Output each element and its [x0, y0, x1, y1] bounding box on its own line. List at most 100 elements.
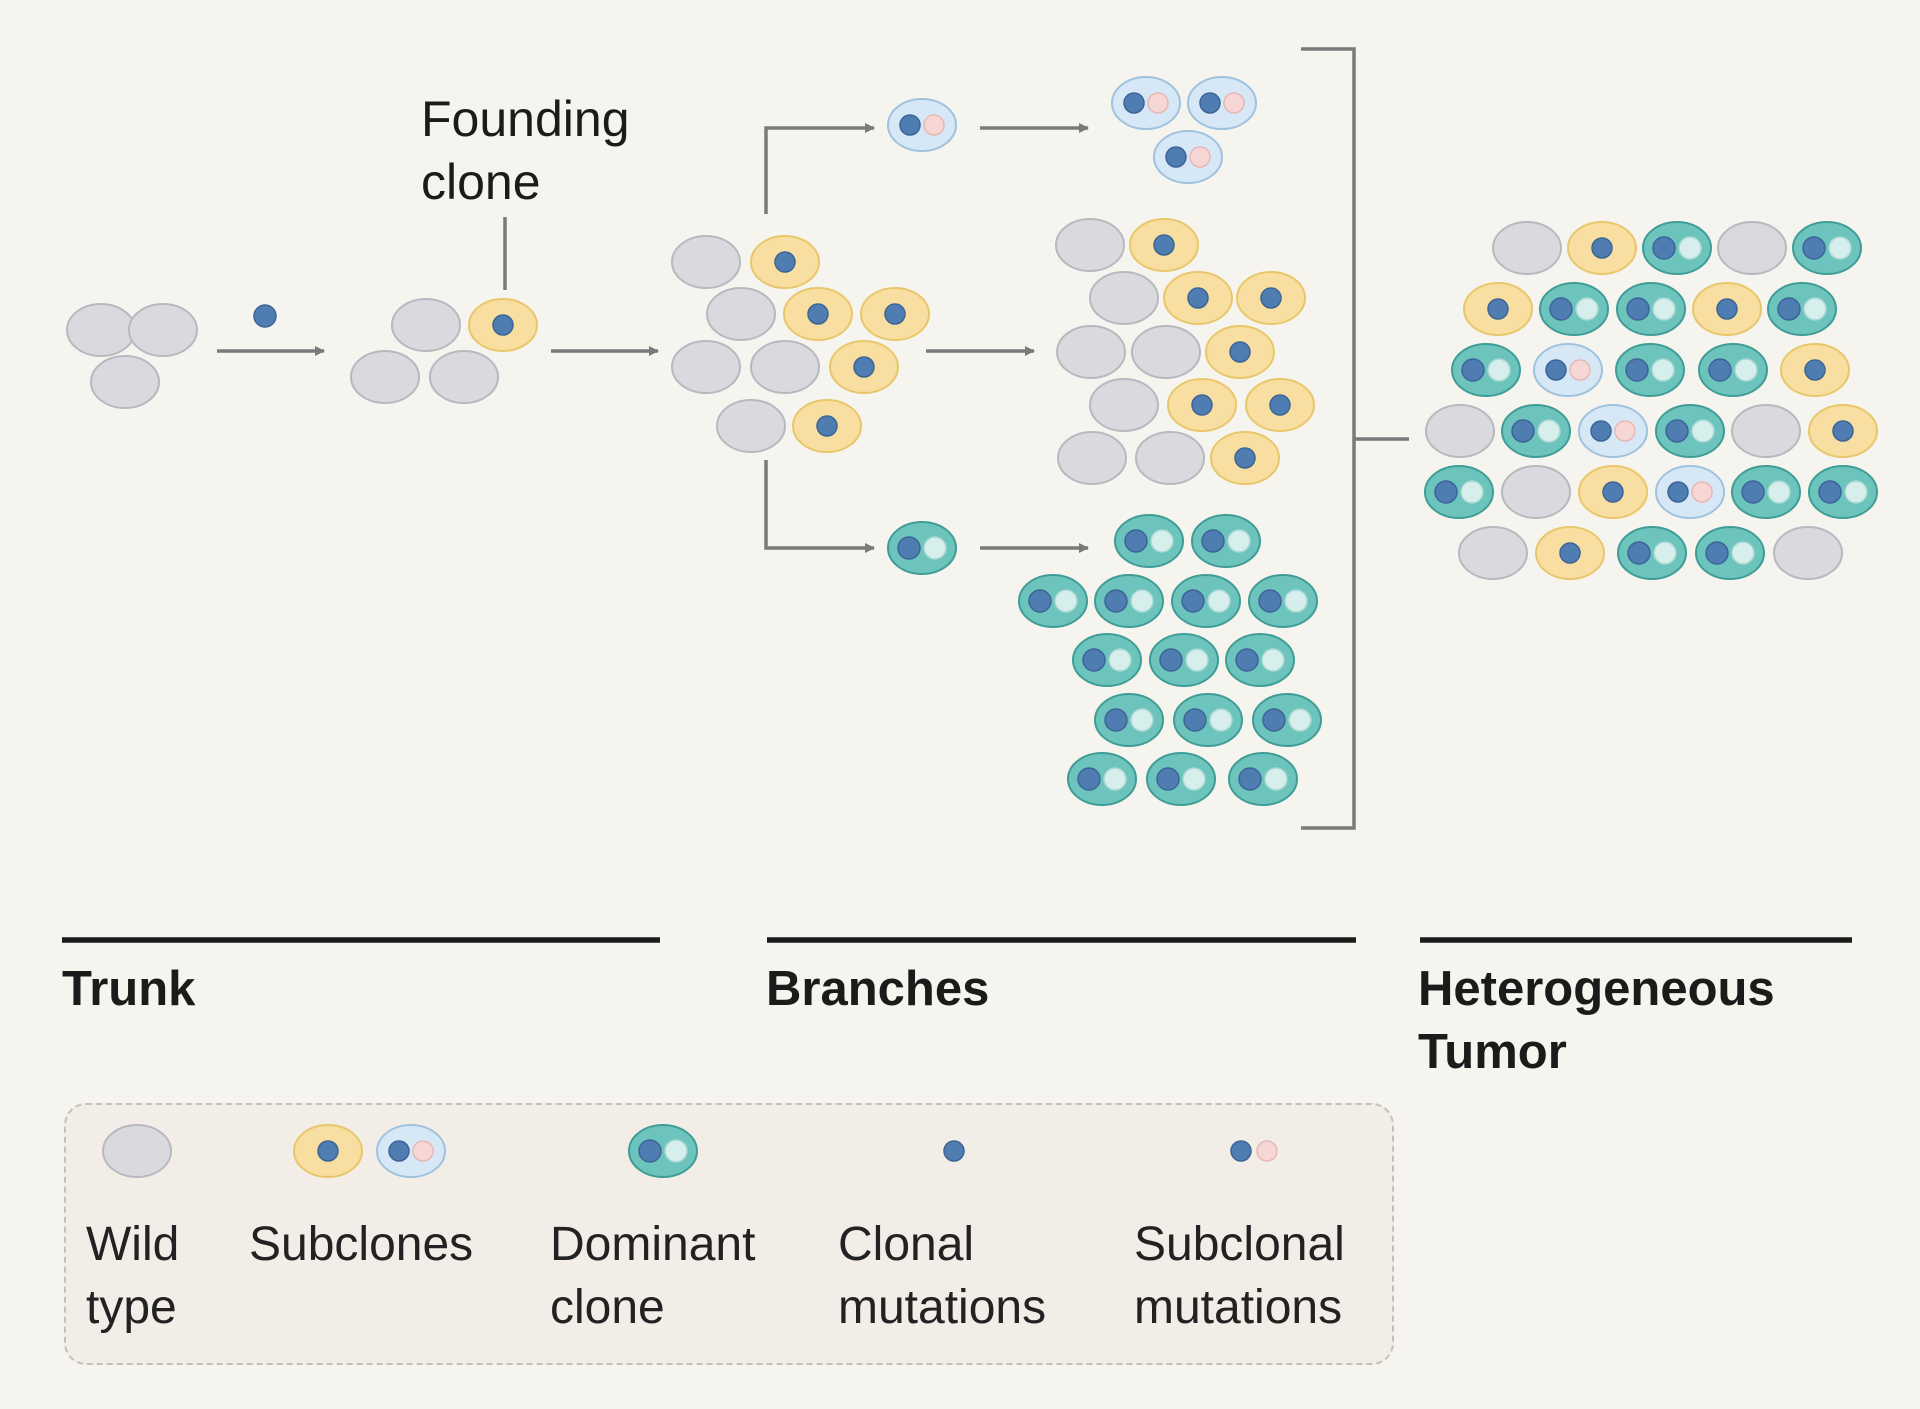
subclone-cell	[1780, 343, 1850, 397]
dominant-clone-cell	[1146, 752, 1216, 806]
dominant-clone-cell	[1171, 574, 1241, 628]
dominant-clone-cell	[887, 521, 957, 575]
subclone-cell	[468, 298, 538, 352]
legend-wild-type-line1: Wild	[86, 1218, 180, 1271]
subclone-cell	[750, 235, 820, 289]
wild-type-cell	[1089, 271, 1159, 325]
wild-type-cell	[750, 340, 820, 394]
subclone-cell	[1463, 282, 1533, 336]
subclone-light-cell	[1153, 130, 1223, 184]
wild-type-cell	[1131, 325, 1201, 379]
subclone-light-cell	[1111, 76, 1181, 130]
clonal-mutation-dot	[253, 304, 277, 328]
subclone-cell	[1808, 404, 1878, 458]
dominant-clone-cell	[1615, 343, 1685, 397]
wild-type-cell	[429, 350, 499, 404]
subclone-cell	[1205, 325, 1275, 379]
legend-subclonal-mutations-line1: Subclonal	[1134, 1218, 1345, 1271]
wild-type-cell	[1057, 431, 1127, 485]
wild-type-cell	[1717, 221, 1787, 275]
wild-type-cell	[1055, 218, 1125, 272]
legend-clonal-mutations-line2: mutations	[838, 1281, 1047, 1334]
founding-clone-label-line1: Founding	[421, 91, 630, 147]
subclone-cell	[1567, 221, 1637, 275]
branches-label: Branches	[766, 962, 990, 1016]
evolution-arrows	[217, 123, 1089, 553]
dominant-clone-cell	[1655, 404, 1725, 458]
arrow-branch-lower	[764, 460, 875, 553]
dominant-clone-cell	[1792, 221, 1862, 275]
wild-type-cell	[716, 399, 786, 453]
wild-type-cell	[671, 340, 741, 394]
subclone-cell	[1245, 378, 1315, 432]
subclone-light-cell	[1533, 343, 1603, 397]
dominant-clone-cell	[1501, 404, 1571, 458]
dominant-clone-cell	[1731, 465, 1801, 519]
wild-type-cell	[1492, 221, 1562, 275]
dominant-clone-cell	[1451, 343, 1521, 397]
subclone-cell	[1167, 378, 1237, 432]
subclone-cell	[1129, 218, 1199, 272]
dominant-clone-cell	[1225, 633, 1295, 687]
subclone-light-cell	[1187, 76, 1257, 130]
dominant-clone-cell	[1094, 693, 1164, 747]
cell-population	[66, 76, 1878, 806]
wild-type-cell	[90, 355, 160, 409]
dominant-clone-cell	[1767, 282, 1837, 336]
dominant-clone-cell	[1072, 633, 1142, 687]
legend-wild-type-label: Wild type	[86, 1213, 179, 1339]
wild-type-cell	[391, 298, 461, 352]
subclone-cell	[792, 399, 862, 453]
subclone-cell	[1692, 282, 1762, 336]
wild-type-cell	[350, 350, 420, 404]
dominant-clone-cell	[1248, 574, 1318, 628]
subclone-cell	[1163, 271, 1233, 325]
wild-type-cell	[1135, 431, 1205, 485]
subclone-cell	[1578, 465, 1648, 519]
heterogeneous-tumor-label-line2: Tumor	[1418, 1025, 1567, 1079]
subclone-cell	[860, 287, 930, 341]
dominant-clone-cell	[1617, 526, 1687, 580]
dominant-clone-cell	[1228, 752, 1298, 806]
subclone-light-cell	[1578, 404, 1648, 458]
wild-type-cell	[66, 303, 136, 357]
wild-type-cell	[1458, 526, 1528, 580]
legend	[64, 1103, 1394, 1365]
dominant-clone-cell	[1114, 514, 1184, 568]
founding-clone-label: Founding clone	[421, 88, 630, 214]
wild-type-cell	[1773, 526, 1843, 580]
branches-bracket	[1301, 47, 1409, 830]
legend-subclonal-mutations-line2: mutations	[1134, 1281, 1343, 1334]
legend-subclones-label: Subclones	[249, 1218, 474, 1271]
dominant-clone-cell	[1173, 693, 1243, 747]
legend-clonal-mutations-label: Clonal mutations	[838, 1213, 1046, 1339]
heterogeneous-tumor-label: Heterogeneous Tumor	[1418, 958, 1775, 1084]
subclone-light-cell	[887, 98, 957, 152]
dominant-clone-cell	[1616, 282, 1686, 336]
dominant-clone-cell	[1191, 514, 1261, 568]
dominant-clone-cell	[1149, 633, 1219, 687]
wild-type-cell	[128, 303, 198, 357]
wild-type-cell	[706, 287, 776, 341]
subclone-cell	[1210, 431, 1280, 485]
arrow-branch-upper	[764, 123, 875, 214]
dominant-clone-cell	[1698, 343, 1768, 397]
dominant-clone-cell	[1067, 752, 1137, 806]
dominant-clone-cell	[1539, 282, 1609, 336]
subclone-cell	[829, 340, 899, 394]
wild-type-cell	[1425, 404, 1495, 458]
heterogeneous-tumor-label-line1: Heterogeneous	[1418, 962, 1775, 1016]
wild-type-cell	[1089, 378, 1159, 432]
subclone-cell	[1236, 271, 1306, 325]
legend-dominant-clone-line2: clone	[550, 1281, 665, 1334]
legend-wild-type-line2: type	[86, 1281, 177, 1334]
dominant-clone-cell	[1252, 693, 1322, 747]
dominant-clone-cell	[1642, 221, 1712, 275]
wild-type-cell	[1501, 465, 1571, 519]
dominant-clone-cell	[1094, 574, 1164, 628]
dominant-clone-cell	[1808, 465, 1878, 519]
subclone-light-cell	[1655, 465, 1725, 519]
dominant-clone-cell	[1424, 465, 1494, 519]
dominant-clone-cell	[1695, 526, 1765, 580]
wild-type-cell	[671, 235, 741, 289]
